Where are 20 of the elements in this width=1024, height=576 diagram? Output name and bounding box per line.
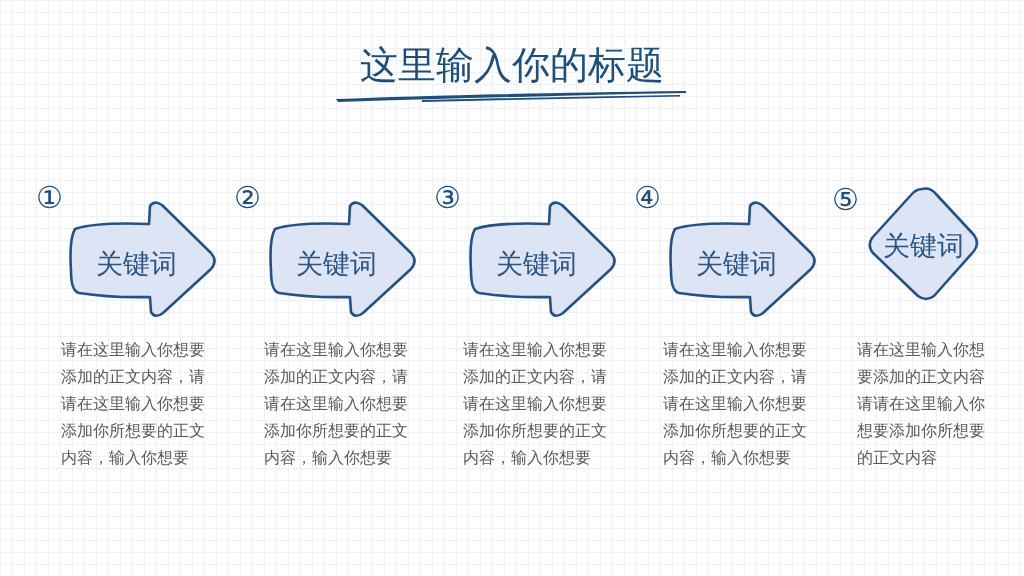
title: 这里输入你的标题 <box>360 42 664 89</box>
description-text: 请在这里输入你想要添加的正文内容，请请在这里输入你想要添加你所想要的正文内容，输入你想要 <box>264 339 409 469</box>
step-number: ④ <box>634 181 661 215</box>
keyword-label: 关键词 <box>94 247 178 281</box>
arrow-shape <box>466 199 619 320</box>
keyword-label: 关键词 <box>694 247 778 281</box>
arrow-shape <box>266 199 419 320</box>
description-text: 请在这里输入你想要添加的正文内容请请在这里输入你想要添加你所想要的正文内容 <box>857 339 986 469</box>
step-number: ⑤ <box>832 183 859 217</box>
step-number: ① <box>36 181 63 215</box>
step-number: ② <box>234 181 261 215</box>
step-number: ③ <box>434 181 461 215</box>
description-text: 请在这里输入你想要添加的正文内容，请请在这里输入你想要添加你所想要的正文内容，输入你想要 <box>463 339 608 469</box>
description-text: 请在这里输入你想要添加的正文内容，请请在这里输入你想要添加你所想要的正文内容，输入你想要 <box>663 339 808 469</box>
keyword-label: 关键词 <box>494 247 578 281</box>
arrow-shape <box>66 199 219 320</box>
description-text: 请在这里输入你想要添加的正文内容，请请在这里输入你想要添加你所想要的正文内容，输入你想要 <box>61 339 206 469</box>
arrow-shape <box>666 199 819 320</box>
keyword-label: 关键词 <box>294 247 378 281</box>
keyword-label: 关键词 <box>881 229 965 263</box>
